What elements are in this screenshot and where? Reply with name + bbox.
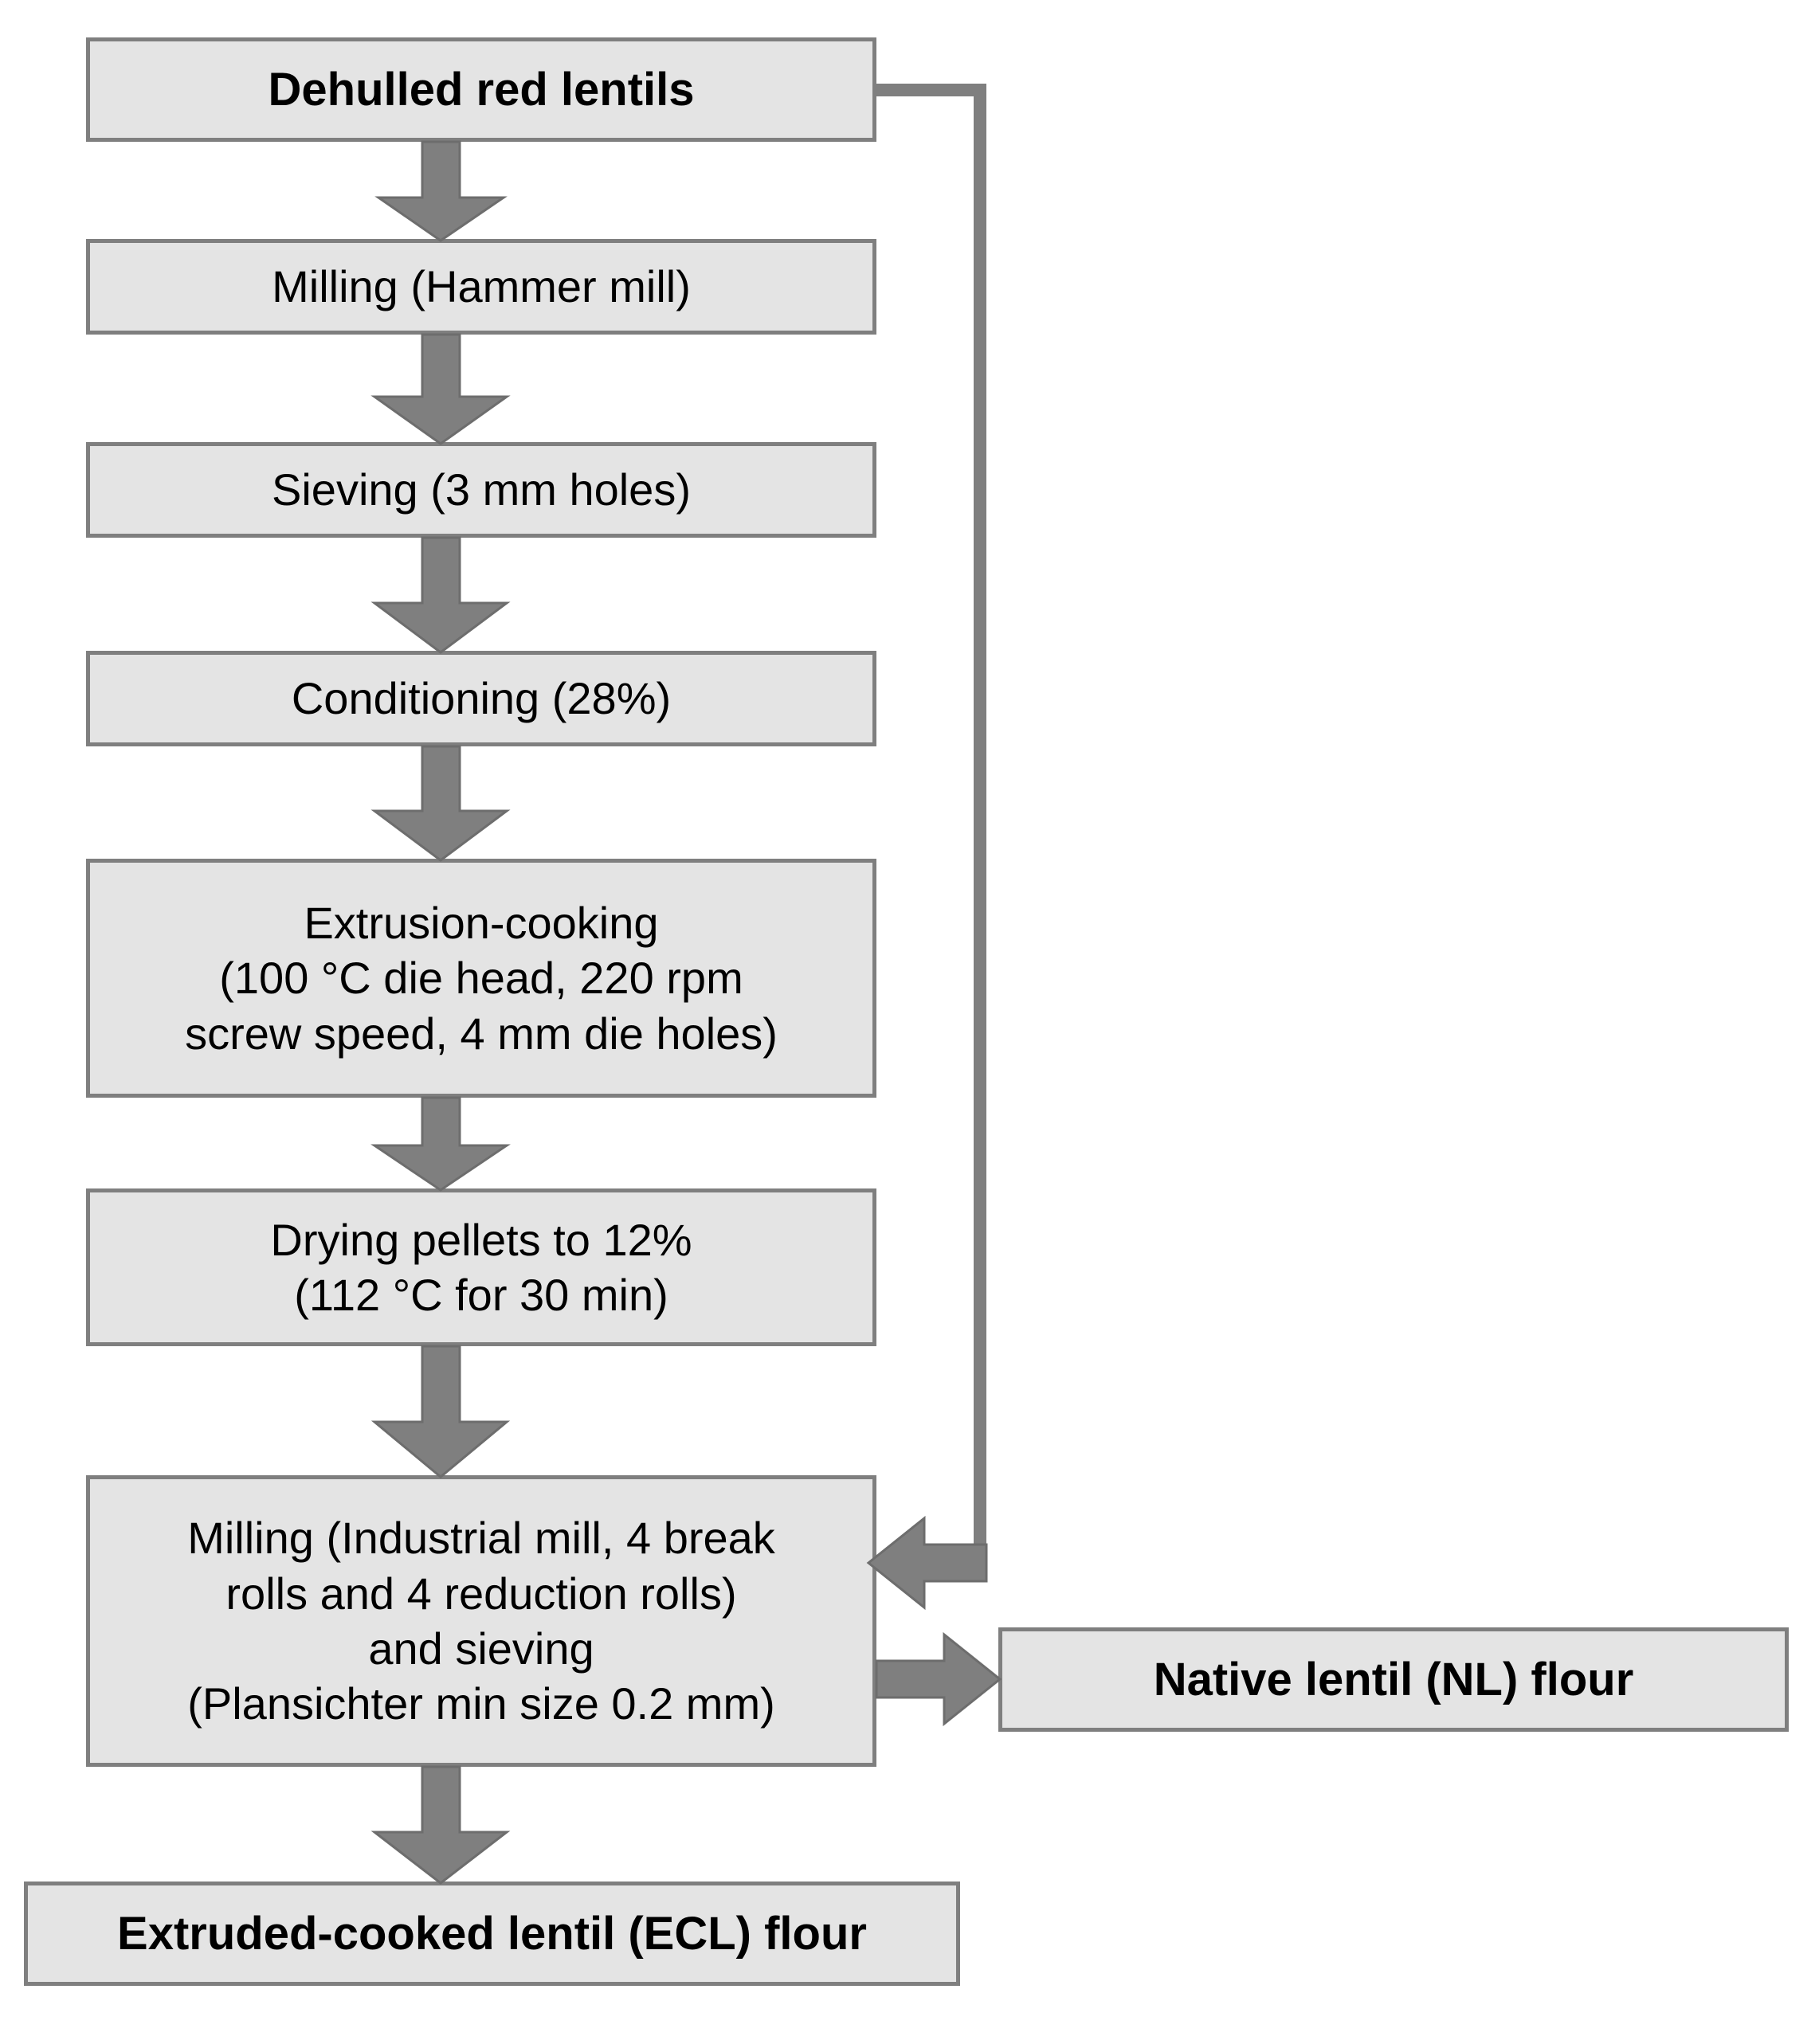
arrow-bypass-dehulled-to-milling-industrial [866, 84, 988, 1611]
arrow-conditioning-to-extrusion [370, 745, 511, 862]
node-milling-industrial: Milling (Industrial mill, 4 break rolls … [86, 1475, 876, 1767]
node-label: Extrusion-cooking (100 °C die head, 220 … [185, 897, 778, 1059]
arrow-drying-to-milling-industrial [370, 1345, 511, 1478]
arrow-milling-industrial-to-nl-flour [875, 1631, 1002, 1727]
node-label: Conditioning (28%) [291, 673, 672, 724]
node-conditioning: Conditioning (28%) [86, 651, 876, 746]
arrow-sieving-to-conditioning [370, 536, 511, 654]
arrow-dehulled-to-milling-hammer [374, 140, 508, 242]
node-drying-pellets: Drying pellets to 12% (112 °C for 30 min… [86, 1188, 876, 1346]
node-native-lentil-flour: Native lentil (NL) flour [998, 1627, 1789, 1732]
node-label: Sieving (3 mm holes) [272, 464, 691, 515]
node-sieving: Sieving (3 mm holes) [86, 442, 876, 538]
node-label: Milling (Hammer mill) [272, 261, 691, 312]
node-label: Drying pellets to 12% (112 °C for 30 min… [270, 1214, 692, 1320]
node-label: Milling (Industrial mill, 4 break rolls … [187, 1513, 775, 1729]
node-label: Extruded-cooked lentil (ECL) flour [117, 1907, 867, 1960]
node-extruded-cooked-lentil-flour: Extruded-cooked lentil (ECL) flour [24, 1881, 960, 1986]
node-label: Dehulled red lentils [268, 63, 695, 116]
node-label: Native lentil (NL) flour [1153, 1653, 1634, 1705]
node-extrusion-cooking: Extrusion-cooking (100 °C die head, 220 … [86, 859, 876, 1098]
arrow-milling-hammer-to-sieving [370, 333, 511, 445]
arrow-milling-industrial-to-ecl-flour [370, 1765, 511, 1885]
node-dehulled-red-lentils: Dehulled red lentils [86, 37, 876, 142]
arrow-extrusion-to-drying [370, 1096, 511, 1192]
node-milling-hammer-mill: Milling (Hammer mill) [86, 239, 876, 335]
